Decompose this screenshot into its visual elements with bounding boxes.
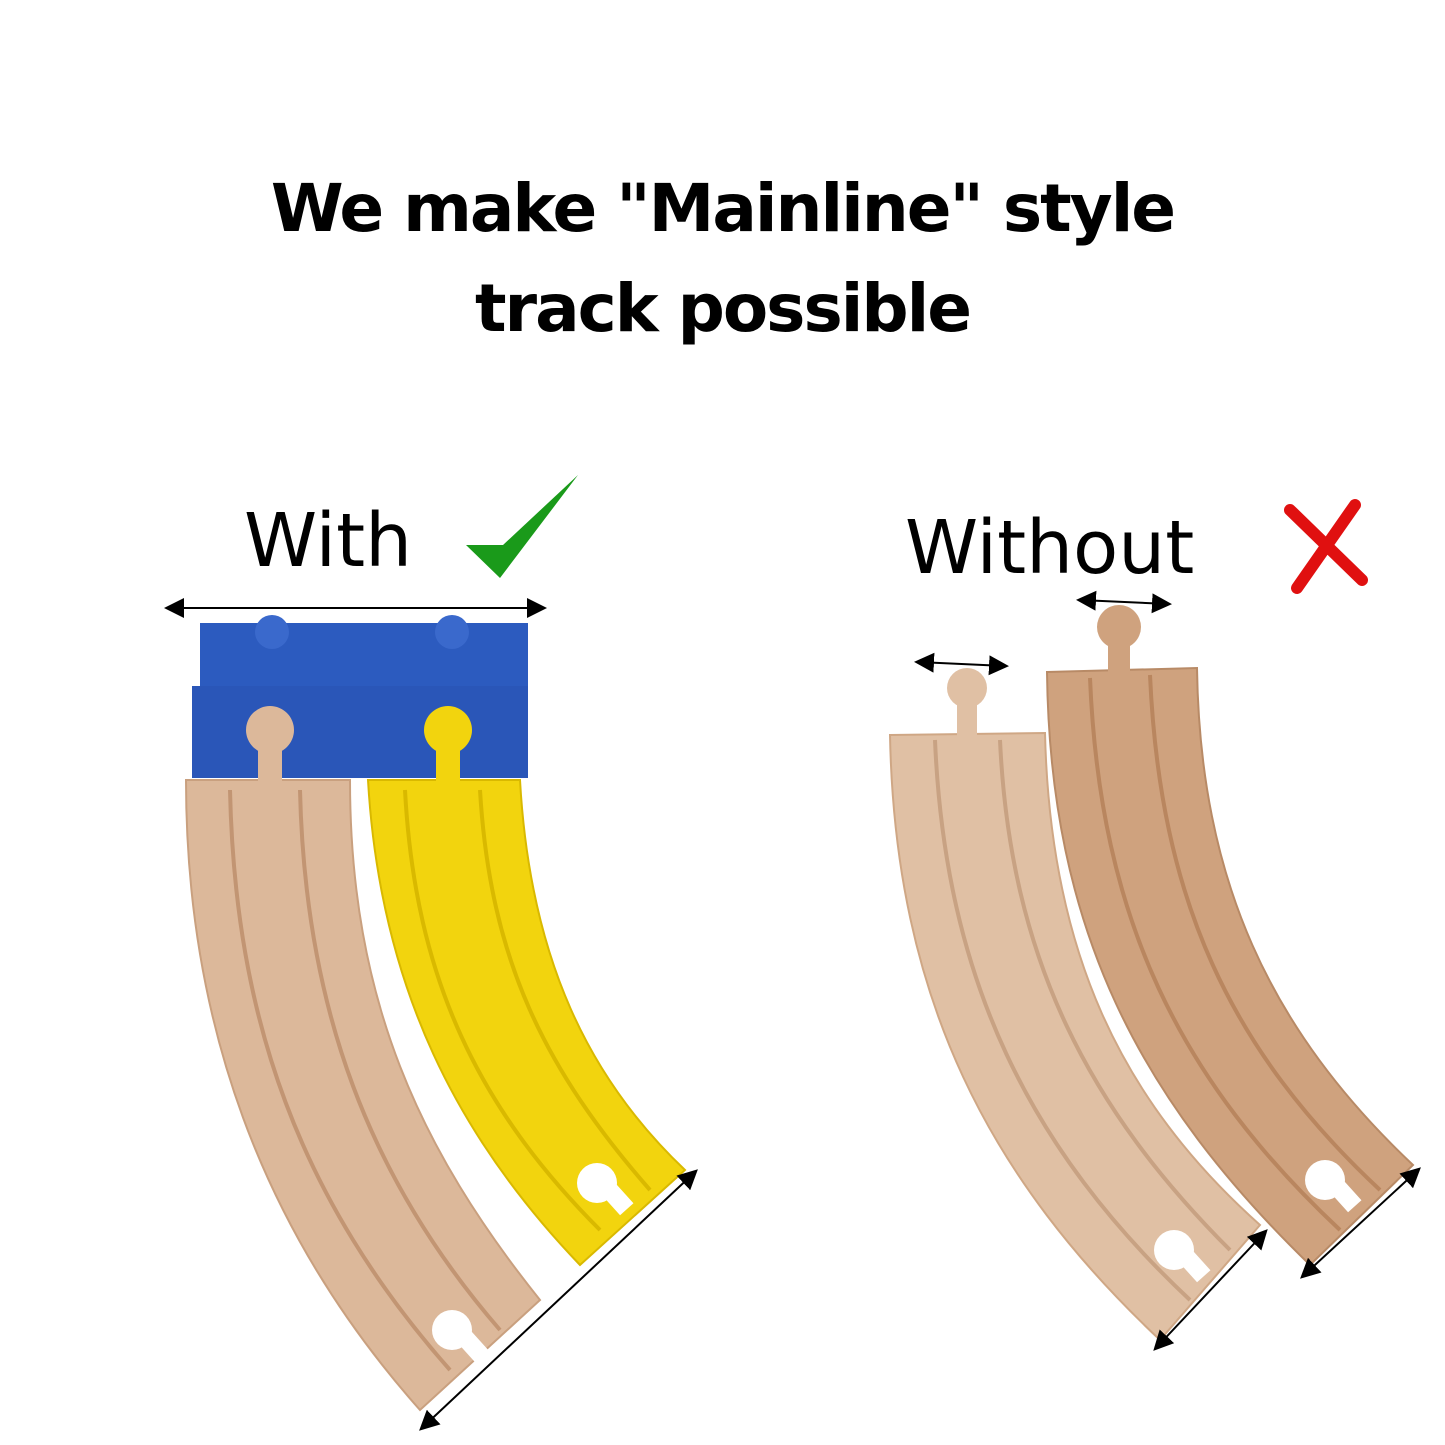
check-icon bbox=[466, 475, 578, 578]
width-arrow-outer bbox=[1076, 590, 1172, 614]
width-arrow-inner bbox=[914, 652, 1009, 676]
cross-icon bbox=[1284, 499, 1368, 594]
headline-line-2: track possible bbox=[474, 270, 972, 347]
with-label: With bbox=[244, 498, 413, 584]
without-label: Without bbox=[905, 505, 1195, 591]
end-arrow-inner bbox=[1153, 1229, 1268, 1351]
blue-adapter bbox=[192, 615, 528, 785]
headline-line-1: We make "Mainline" style bbox=[270, 170, 1176, 247]
end-arrow-with bbox=[419, 1169, 698, 1431]
end-arrow-outer bbox=[1300, 1167, 1421, 1279]
